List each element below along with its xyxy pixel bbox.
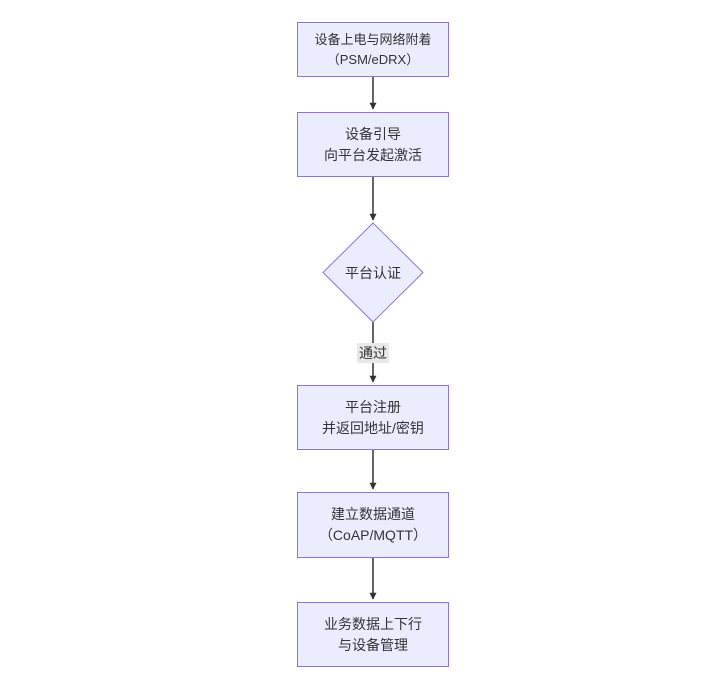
node-line: （PSM/eDRX） — [326, 51, 420, 67]
node-line: 平台注册 — [345, 398, 401, 415]
node-line: 向平台发起激活 — [324, 146, 422, 163]
edge-label-pass: 通过 — [357, 343, 389, 363]
decision-diamond-shape — [322, 222, 424, 323]
node-power-on-network-attach: 设备上电与网络附着 （PSM/eDRX） — [297, 22, 449, 77]
decision-platform-auth: 平台认证 — [345, 265, 401, 281]
node-platform-register: 平台注册 并返回地址/密钥 — [297, 385, 449, 450]
node-business-data-management: 业务数据上下行 与设备管理 — [297, 602, 449, 667]
node-line: 与设备管理 — [338, 636, 408, 653]
node-line: 业务数据上下行 — [324, 615, 422, 632]
node-bootstrap-activation: 设备引导 向平台发起激活 — [297, 112, 449, 177]
node-data-channel: 建立数据通道 （CoAP/MQTT） — [297, 492, 449, 558]
node-line: （CoAP/MQTT） — [318, 527, 428, 543]
node-line: 并返回地址/密钥 — [322, 419, 424, 436]
node-line: 设备上电与网络附着 — [314, 31, 432, 47]
node-line: 建立数据通道 — [331, 506, 415, 522]
node-line: 设备引导 — [345, 125, 401, 142]
